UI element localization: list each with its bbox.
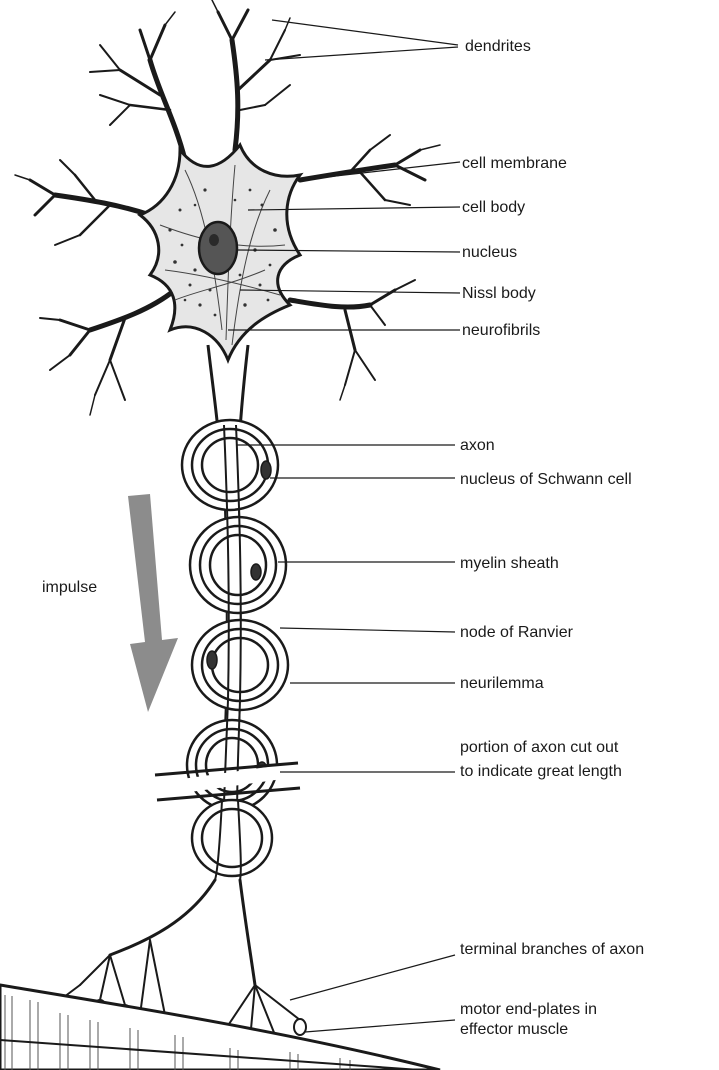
label-dendrites: dendrites — [465, 37, 531, 57]
label-neurofibrils: neurofibrils — [462, 321, 540, 341]
label-neurilemma: neurilemma — [460, 674, 544, 694]
label-myelin-sheath: myelin sheath — [460, 554, 559, 574]
label-cell-membrane: cell membrane — [462, 154, 567, 174]
label-motor-line1: motor end-plates in — [460, 1000, 597, 1020]
label-cut-line1: portion of axon cut out — [460, 738, 618, 758]
axon-cut-marks — [150, 763, 300, 800]
label-cut-line2: to indicate great length — [460, 762, 622, 782]
label-nucleus-schwann: nucleus of Schwann cell — [460, 470, 632, 490]
label-node-ranvier: node of Ranvier — [460, 623, 573, 643]
label-nissl-body: Nissl body — [462, 284, 536, 304]
label-motor-line2: effector muscle — [460, 1020, 568, 1040]
cell-body — [140, 145, 300, 360]
label-impulse: impulse — [42, 578, 97, 598]
label-terminal-branches: terminal branches of axon — [460, 940, 644, 960]
label-nucleus: nucleus — [462, 243, 517, 263]
axon-lower — [192, 800, 272, 880]
effector-muscle — [0, 985, 440, 1070]
label-cell-body: cell body — [462, 198, 525, 218]
impulse-arrow — [128, 494, 178, 712]
label-axon: axon — [460, 436, 495, 456]
nucleus — [199, 222, 237, 274]
